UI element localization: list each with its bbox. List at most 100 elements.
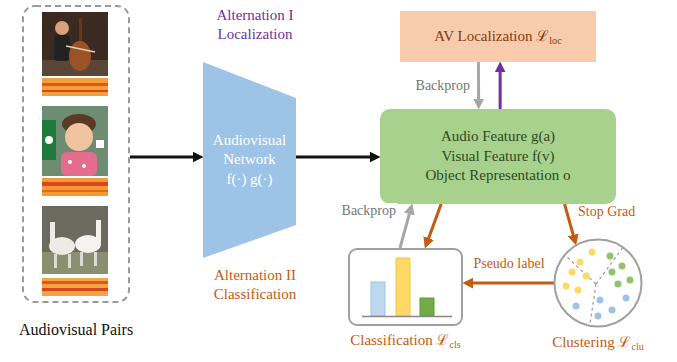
phase-label: Alternation I Localization	[205, 6, 305, 44]
trapezoid-shape	[203, 62, 296, 258]
spectrogram-ground	[42, 78, 108, 96]
text-area: Audiovisual Pairs	[12, 317, 140, 343]
node-text: Clustering ℒclu	[552, 333, 644, 353]
network-trapezoid: Audiovisual Network f(·) g(·)	[203, 62, 296, 258]
llama-neck	[96, 220, 101, 242]
dot	[609, 269, 616, 276]
node-text: Classification ℒcls	[350, 331, 461, 351]
dot	[563, 283, 570, 290]
dot	[615, 281, 622, 288]
bar-chart	[362, 258, 452, 317]
node-shape	[348, 248, 463, 326]
llama-leg	[80, 252, 83, 266]
subscript: clu	[631, 341, 643, 352]
cluster-divider	[566, 256, 596, 284]
bar	[371, 282, 385, 316]
cello-body	[69, 41, 91, 71]
dot	[607, 253, 614, 260]
dot	[597, 297, 604, 304]
node-text: Audio Feature g(a)	[441, 127, 555, 147]
node-text: AV Localization ℒloc	[434, 27, 561, 47]
logo	[45, 136, 53, 144]
head	[55, 21, 69, 35]
connector-arrow	[499, 68, 502, 109]
subscript: cls	[449, 339, 460, 350]
frame-background	[42, 12, 108, 76]
node-shape	[553, 238, 643, 328]
video-frame	[42, 206, 108, 274]
dot	[575, 287, 582, 294]
text-area: Audio Feature g(a)Visual Feature f(v)Obj…	[380, 109, 616, 204]
llama-leg	[54, 254, 57, 268]
logo	[96, 140, 104, 148]
spectrogram	[42, 78, 108, 96]
body	[54, 35, 70, 61]
subscript: loc	[549, 34, 561, 45]
baseline	[362, 316, 452, 318]
cluster-plot	[563, 246, 634, 324]
phase-label: Alternation II Classification	[199, 266, 311, 304]
llama-neck	[50, 222, 55, 244]
box-fill	[380, 109, 616, 204]
dot	[609, 307, 616, 314]
text-area: Clustering ℒclu	[538, 332, 658, 354]
text-area: Classification ℒcls	[340, 330, 471, 352]
feature-box: Audio Feature g(a)Visual Feature f(v)Obj…	[380, 109, 616, 204]
connector-arrow	[477, 62, 480, 103]
frame-background	[42, 206, 108, 274]
box-fill	[400, 11, 596, 62]
dot	[595, 313, 602, 320]
input-group: Audiovisual Pairs	[22, 5, 130, 350]
face	[65, 123, 93, 151]
spectrogram-band	[42, 288, 108, 291]
connector-arrow	[469, 282, 554, 285]
dot	[577, 259, 584, 266]
edge-label: Pseudo label	[471, 256, 546, 273]
dot	[583, 273, 590, 280]
loss-box: AV Localization ℒloc	[400, 11, 596, 62]
frame-background	[42, 106, 108, 176]
connector-arrow	[400, 210, 411, 248]
dot	[627, 277, 634, 284]
node-text: Audiovisual Network f(·) g(·)	[212, 131, 287, 190]
edge-label: Backprop	[414, 78, 472, 95]
connector-arrow	[296, 156, 374, 159]
spectrogram-band	[42, 90, 108, 92]
llama-leg	[94, 252, 97, 266]
shirt-dot	[82, 164, 86, 168]
ground	[42, 252, 108, 274]
text-area: AV Localization ℒloc	[400, 11, 596, 62]
node-text: Visual Feature f(v)	[441, 147, 554, 167]
connector-arrow	[427, 204, 441, 242]
node-shape	[22, 5, 130, 303]
spectrogram-band	[42, 281, 108, 284]
cluster-circle: Clustering ℒclu	[543, 238, 653, 352]
text-area: Audiovisual Network f(·) g(·)	[212, 102, 287, 218]
spectrogram-ground	[42, 178, 108, 196]
llama-leg	[68, 254, 71, 268]
video-frame	[42, 106, 108, 176]
bar	[396, 258, 410, 316]
spectrogram	[42, 278, 108, 296]
dashed-outline	[23, 6, 129, 302]
connector-arrow	[130, 155, 197, 158]
green-panel	[42, 120, 56, 160]
edge-label: Stop Grad	[576, 204, 637, 221]
dot	[619, 263, 626, 270]
shirt	[61, 152, 97, 176]
bow	[66, 46, 95, 52]
dot	[569, 269, 576, 276]
dot	[573, 303, 580, 310]
node-text: Audiovisual Pairs	[19, 320, 133, 341]
shirt-dot	[68, 160, 72, 164]
cluster-divider	[590, 284, 596, 324]
dot	[589, 249, 596, 256]
spectrogram-band	[42, 83, 108, 86]
spectrogram	[42, 178, 108, 196]
box-outline	[349, 249, 462, 325]
circle-outline	[555, 240, 642, 327]
spectrogram-band	[42, 182, 108, 186]
